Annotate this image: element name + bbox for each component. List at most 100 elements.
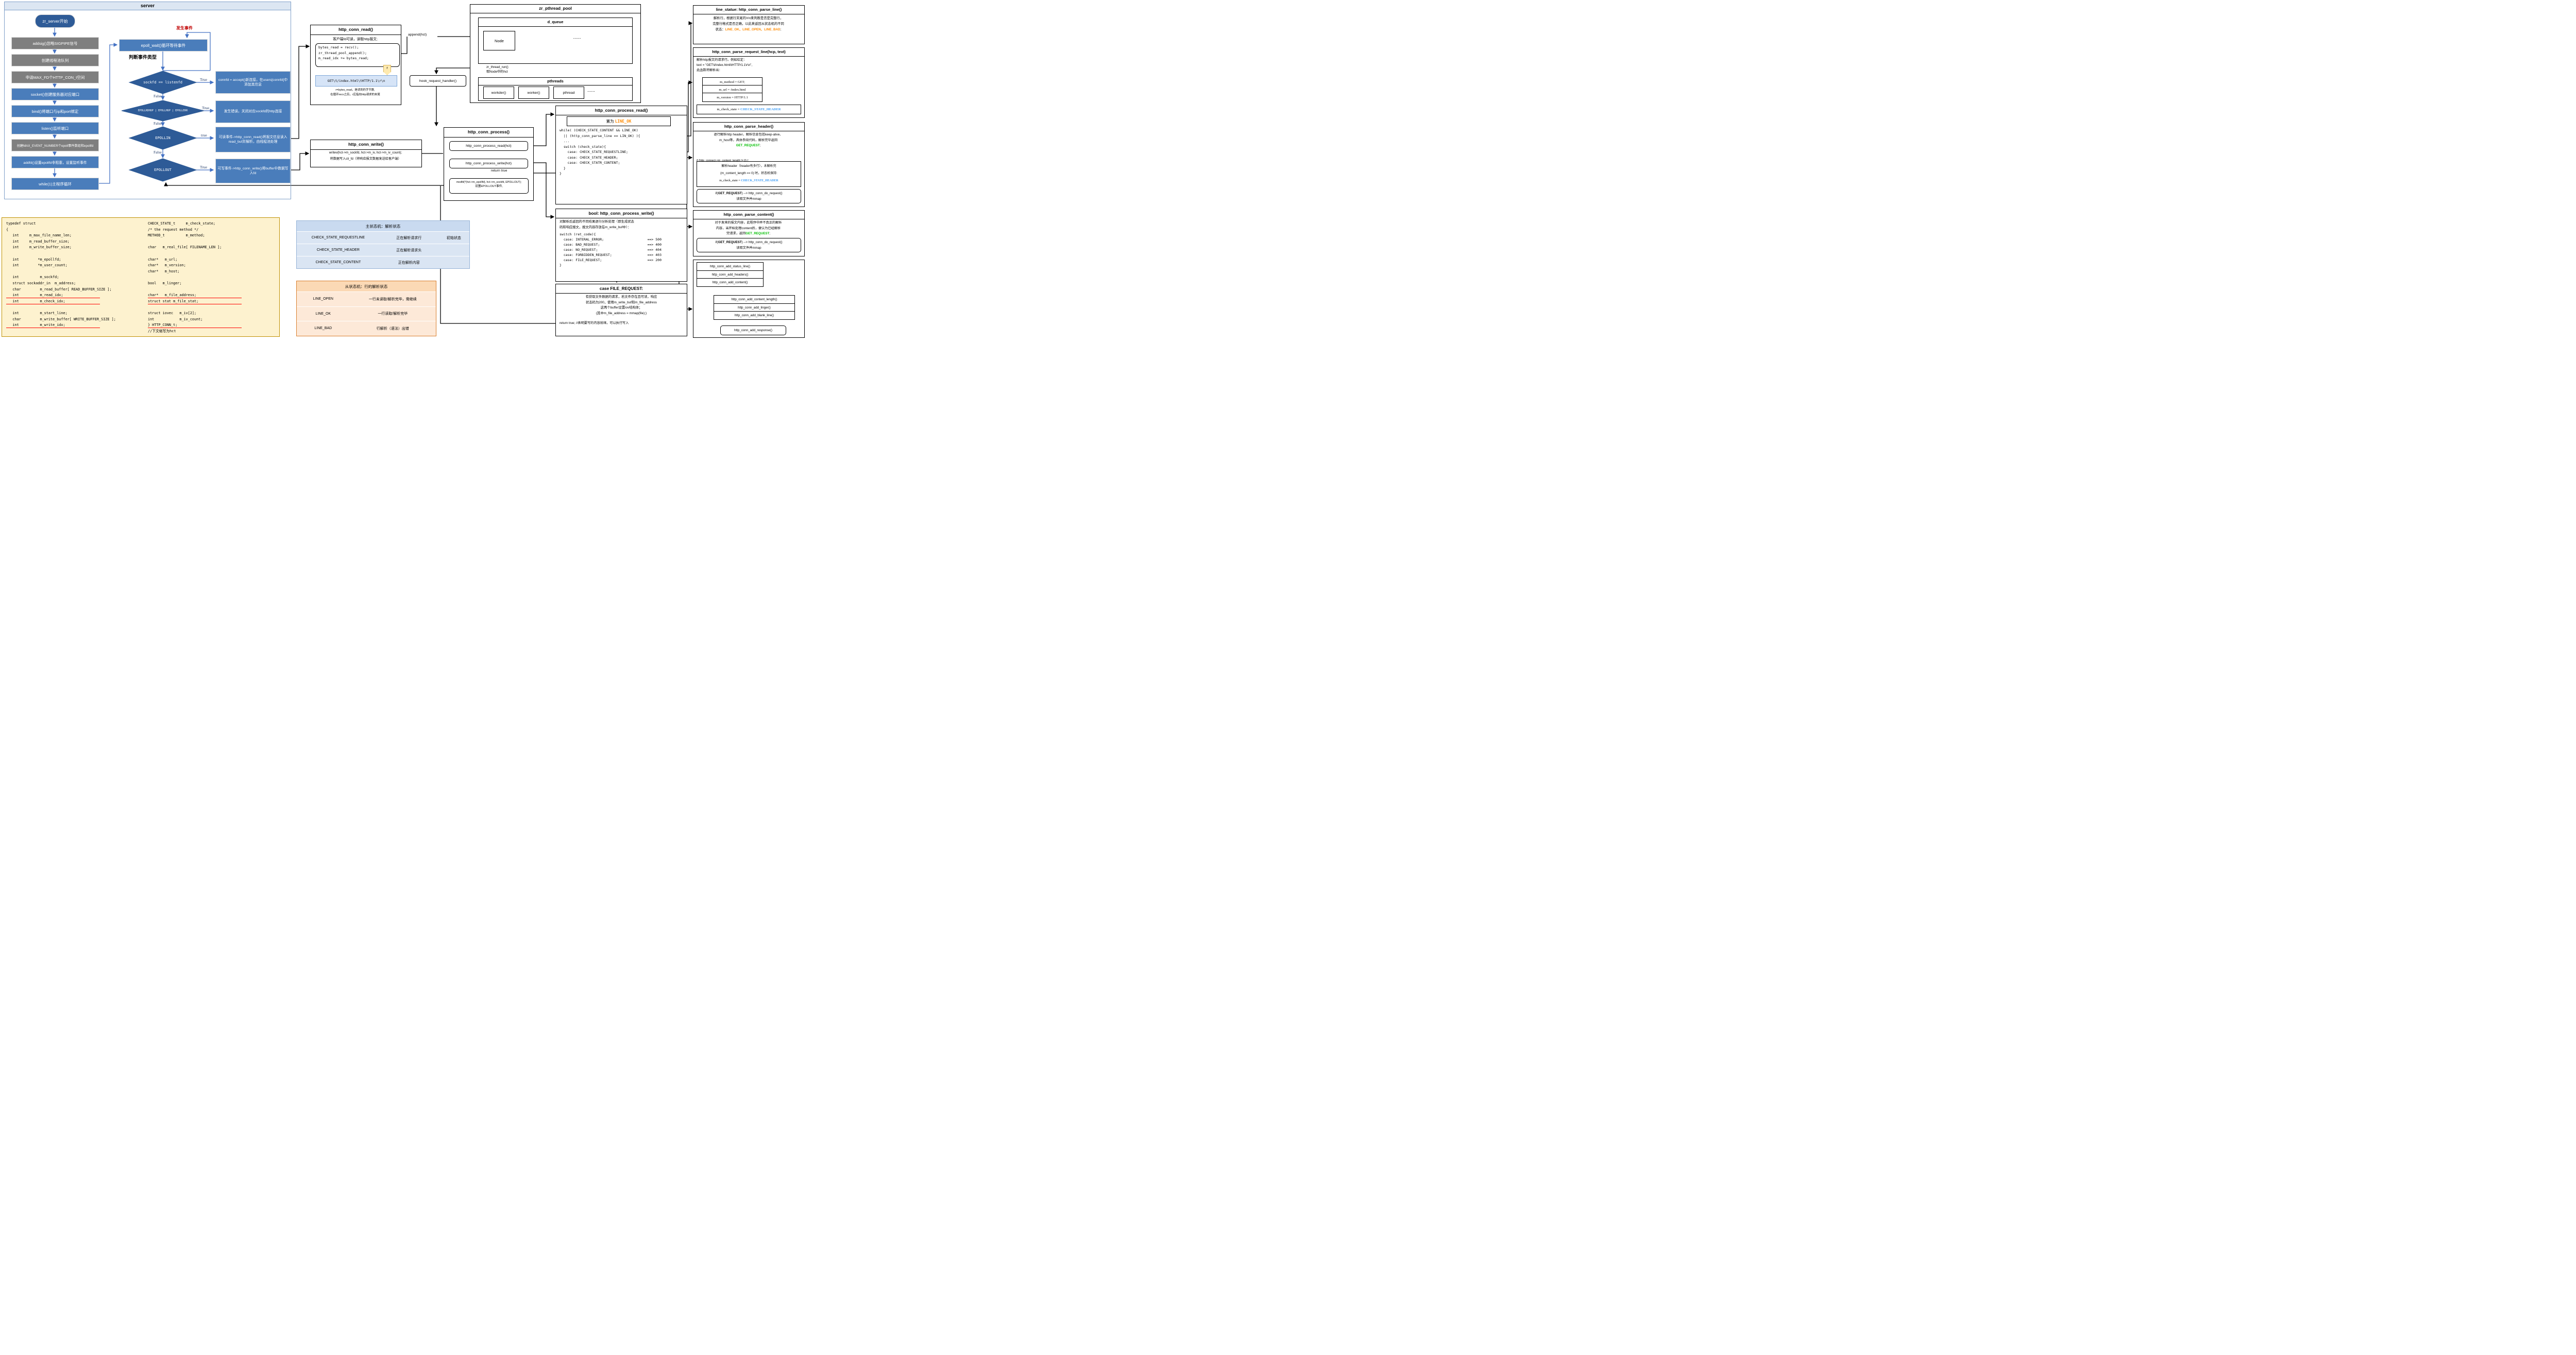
file-request-title: case FILE_REQUEST: <box>556 284 687 294</box>
diamond-epollout-label: EPOLLOUT <box>154 168 172 172</box>
struct-right-line-7: char* m_version; <box>148 263 186 268</box>
pc-getrequest: GET_REQUEST <box>745 232 770 235</box>
set-lineok-box: 置为 LINE_OK <box>567 116 671 126</box>
sub-state-row-0-cell-1: 一行未读取/解析完毕，需继续 <box>368 297 417 301</box>
set-lineok-prefix: 置为 <box>606 119 615 124</box>
struct-left-line-5 <box>6 251 144 257</box>
parse-line-title: line_statue: http_conn_parse_line() <box>693 6 804 14</box>
struct-left-column: typedef struct{ int m_max_file_name_len;… <box>6 221 144 329</box>
set-lineok-state: LINE_OK <box>615 119 632 124</box>
pc-l2: 内容，当开始处理content后，便认为已经解析 <box>716 226 781 230</box>
parse-line-states: LINE_OK、LINE_OPEN、LINE_BAD <box>725 28 781 31</box>
flow-step-bind: bind()将端口与ip和port绑定 <box>11 105 99 117</box>
add-fn2-box-1: http_conn_add_linger() <box>714 303 795 312</box>
server-container: server <box>4 2 291 199</box>
flow-step-threadpool: 创建线程池队列 <box>11 54 99 66</box>
struct-right-line-12: char* m_file_address; <box>148 293 277 299</box>
diamond-epollerr-label: EPOLLRDHUP | EPOLLHUP | EPOLLERR <box>138 109 188 112</box>
prl-version-box: m_version = HTTP/1.1 <box>702 93 762 102</box>
diamond-epollout-shape <box>128 158 197 182</box>
struct-left-line-17: int m_write_idx; <box>6 322 144 329</box>
add-fn-box-0: http_conn_add_status_line() <box>697 262 764 271</box>
struct-right-line-3 <box>148 239 277 245</box>
struct-right-line-13: struct stat m_file_stat; <box>148 299 277 305</box>
sub-state-row-1-cell-1: 一行读取/解析完毕 <box>378 312 408 316</box>
struct-right-line-4: char m_real_file[ FILENAME_LEN ]; <box>148 245 222 250</box>
modfd-note: 设置EPOLLOUT事件, <box>475 185 503 188</box>
switch-case-row-0: case: INTERAL_ERROR;==> 500 <box>560 237 662 242</box>
read-caption-1: r=bytes_read，是读到的字节数, <box>335 89 375 92</box>
switch-case-row-1-case: case: BAD_REQUEST; <box>560 243 600 247</box>
pc-l3: 完请求，返回GET_REQUEST; <box>694 231 803 237</box>
ph-getrequest: GET_REQUEST <box>736 144 760 147</box>
struct-left-line-12: int m_read_idx; <box>6 293 144 299</box>
server-title: server <box>5 2 291 10</box>
process-write-box: bool: http_conn_process_write() <box>555 209 687 282</box>
process-write-desc: 对解析后返回的不同结果进行分析处理（即生成状态 码和响应报文，报文内容存放在m_… <box>560 219 683 230</box>
file-request-return: return true; //表明要写的内容就绪，可以执行写入 <box>560 321 629 325</box>
parse-request-line-title: http_conn_parse_request_line(hcp, text) <box>693 48 804 57</box>
ph-if1: if (http_connect->m_content_length != 0)… <box>697 159 749 162</box>
parse-header-desc: 逐行解析http header，解析信息包括keep-alive、 m_host… <box>694 132 803 149</box>
struct-right-line-10: bool m_linger; <box>148 281 182 285</box>
false-label-2: False <box>154 121 162 126</box>
parse-header-keep-box: 解析header（header有多行），未解析完 (m_content_leng… <box>697 161 801 187</box>
struct-left-line-3: int m_read_buffer_size; <box>6 239 70 244</box>
http-conn-write-box: http_conn_write() <box>310 140 422 167</box>
prl-l1: 解析http报文的请求行。例如给定： <box>697 58 747 62</box>
parse-header-title: http_conn_parse_header() <box>693 123 804 131</box>
struct-right-line-11 <box>148 287 277 293</box>
struct-left-line-1: { <box>6 227 9 232</box>
thread-run-label: zr_thread_run() 取Node中的hct <box>486 65 509 74</box>
prl-l2: text = "GET\t/index.html\tHTTP/1.1\r\n", <box>697 63 753 67</box>
flow-step-addfd: addfd()设置epollfd非阻塞，设置监听事件 <box>11 156 99 168</box>
switch-case-row-3: case: FORBIDDEN_REQUEST;==> 403 <box>560 252 662 258</box>
file-request-body: 有获取文件数据的请求，若文件存在且可读，响应状态码为200，使用m_write_… <box>560 295 683 316</box>
main-state-row-1-cell-0: CHECK_STATE_HEADER <box>316 248 360 252</box>
main-state-row-2-cell-0: CHECK_STATE_CONTENT <box>315 261 361 264</box>
parse-content-title: http_conn_parse_content() <box>693 211 804 219</box>
main-state-table-title: 主状态机：解析状态 <box>297 221 469 232</box>
flow-step-maxfd: 申请MAX_FD个HTTP_CON_t空间 <box>11 71 99 83</box>
struct-right-column: CHECK_STATE_t m_check_state;/* the reque… <box>148 221 277 334</box>
sub-state-row-0-cell-0: LINE_OPEN <box>313 297 333 301</box>
parse-line-box: line_statue: http_conn_parse_line() <box>693 5 805 44</box>
epoll-wait-node: epoll_wait()循环等待事件 <box>119 39 208 52</box>
process-read-code-line-0: while( (CHECK_STATE_CONTENT && LINE_OK) <box>560 128 638 132</box>
add-fn2-box-0: http_conn_add_content_length() <box>714 295 795 304</box>
switch-case-row-1: case: BAD_REQUEST; ==> 400 <box>560 242 662 247</box>
struct-left-line-11: char m_read_buffer[ READ_BUFFER_SIZE ]; <box>6 287 112 291</box>
flow-start-node: zr_server开始 <box>35 14 75 28</box>
branch-accept-box: connfd = accept()新连接，在users[connfd]中添加其信… <box>215 71 291 94</box>
pc-do1: if(GET_REQUEST) --> http_conn_do_request… <box>697 239 801 245</box>
pc-do2: 读取文件并mmap <box>736 246 761 250</box>
flow-step-addsig: addsig()忽略SIGPIPE信号 <box>11 37 99 49</box>
switch-case-row-2-code: ==> 404 <box>647 248 662 252</box>
struct-right-line-0: CHECK_STATE_t m_check_state; <box>148 221 215 226</box>
process-write-call: http_conn_process_write(hct) <box>449 159 528 168</box>
parse-content-dorequest-box: if(GET_REQUEST) --> http_conn_do_request… <box>697 238 801 252</box>
file-request-line-0: 有获取文件数据的请求，若文件存在且可读，响应 <box>585 295 657 299</box>
process-read-code: while( (CHECK_STATE_CONTENT && LINE_OK) … <box>560 128 640 177</box>
struct-left-line-8 <box>6 269 144 275</box>
switch-case-row-3-code: ==> 403 <box>647 253 662 257</box>
parse-line-p2: 完整行格式是否正确，以此来返回从状态机的不同 <box>713 22 784 26</box>
switch-case-row-1-code: ==> 400 <box>647 243 662 247</box>
switch-case-row-4-code: ==> 200 <box>647 258 662 262</box>
true-label-1: True <box>200 77 207 82</box>
add-response-box: http_conn_add_response() <box>720 325 786 335</box>
main-state-row-0-cell-2: 初始状态 <box>446 236 461 240</box>
struct-right-line-18: //下文缩写为hct <box>148 329 176 333</box>
struct-left-line-10: struct sockaddr_in m_address; <box>6 281 76 285</box>
http-conn-read-title: http_conn_read() <box>311 25 401 35</box>
process-read-code-line-4: case: CHECK_STATE_REQUESTLINE; <box>560 150 629 154</box>
modfd-box: modfd(*(hct->m_epollfd), hct->m_sockfd, … <box>449 178 529 194</box>
switch-cases: case: INTERAL_ERROR;==> 500 case: BAD_RE… <box>560 237 662 263</box>
diamond-listenfd-shape <box>128 71 197 94</box>
pthreads-title: pthreads <box>479 78 632 85</box>
read-code-box: bytes_read = recv();zr_thread_pool_appen… <box>315 43 400 67</box>
